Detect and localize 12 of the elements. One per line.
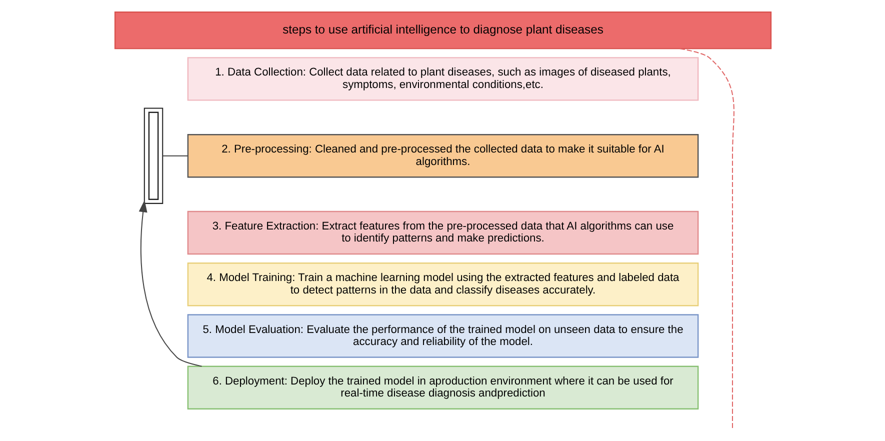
node-box: 5. Model Evaluation: Evaluate the performance of the trained model on unseen data to ensure the accuracy and reliability of the model. [186,314,698,358]
connector [679,48,734,428]
connector [162,155,188,156]
node-box: 3. Feature Extraction: Extract features from the pre-processed data that AI algorithms can use to identify patterns and make predictions. [186,210,698,255]
node-box: 2. Pre-processing: Cleaned and pre-processed the collected data to make it suitable for AI algorithms. [186,134,698,178]
node-box: 6. Deployment: Deploy the trained model in aproduction environment where it can be used for real-time disease diagnosis andprediction [186,366,698,410]
node-box: steps to use artificial intelligence to diagnose plant diseases [114,12,772,50]
node-box: 1. Data Collection: Collect data related to plant diseases, such as images of diseased plants, symptoms, environmental conditions,etc. [186,57,698,101]
node-box: 4. Model Training: Train a machine learning model using the extracted features and labeled data to detect patterns in the data and classify diseases accurately. [186,262,698,306]
cluster [143,108,163,204]
arrow [138,200,202,367]
node-bar [148,112,158,200]
